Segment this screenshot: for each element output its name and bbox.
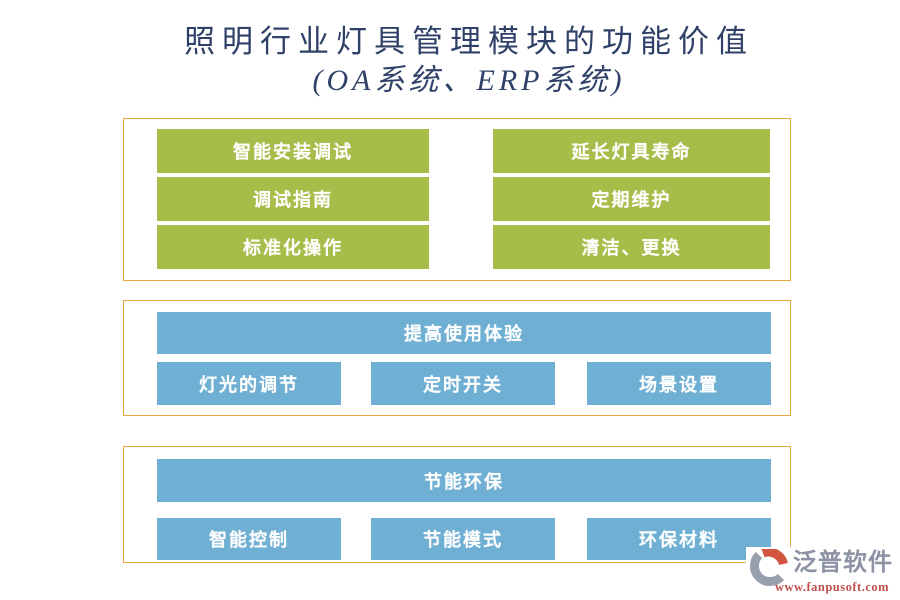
- section-energy-saving: 节能环保 智能控制 节能模式 环保材料: [123, 446, 791, 563]
- node-improve-user-experience: 提高使用体验: [157, 312, 771, 354]
- node-energy-saving-env-protection: 节能环保: [157, 459, 771, 502]
- node-standardized-operation: 标准化操作: [157, 225, 429, 269]
- node-regular-maintenance: 定期维护: [493, 177, 770, 221]
- node-extend-lamp-life: 延长灯具寿命: [493, 129, 770, 173]
- node-cleaning-replacement: 清洁、更换: [493, 225, 770, 269]
- node-smart-control: 智能控制: [157, 518, 341, 560]
- node-light-adjustment: 灯光的调节: [157, 362, 341, 405]
- title-line-1: 照明行业灯具管理模块的功能价值: [184, 24, 754, 59]
- page-title: 照明行业灯具管理模块的功能价值 (OA系统、ERP系统): [0, 22, 900, 100]
- fanpu-brand-name: 泛普软件: [793, 550, 893, 576]
- fanpu-logo-icon: [749, 549, 788, 587]
- fanpu-website-url: www.fanpusoft.com: [774, 580, 890, 594]
- title-line-2: (OA系统、ERP系统): [312, 64, 626, 97]
- node-energy-saving-mode: 节能模式: [371, 518, 555, 560]
- node-scene-setting: 场景设置: [587, 362, 771, 405]
- section-installation-maintenance: 智能安装调试 调试指南 标准化操作 延长灯具寿命 定期维护 清洁、更换: [123, 118, 791, 281]
- node-eco-materials: 环保材料: [587, 518, 771, 560]
- node-debugging-guide: 调试指南: [157, 177, 429, 221]
- fanpu-logo: 泛普软件 www.fanpusoft.com: [746, 547, 898, 599]
- node-smart-installation-debugging: 智能安装调试: [157, 129, 429, 173]
- node-timed-switch: 定时开关: [371, 362, 555, 405]
- section-user-experience: 提高使用体验 灯光的调节 定时开关 场景设置: [123, 300, 791, 416]
